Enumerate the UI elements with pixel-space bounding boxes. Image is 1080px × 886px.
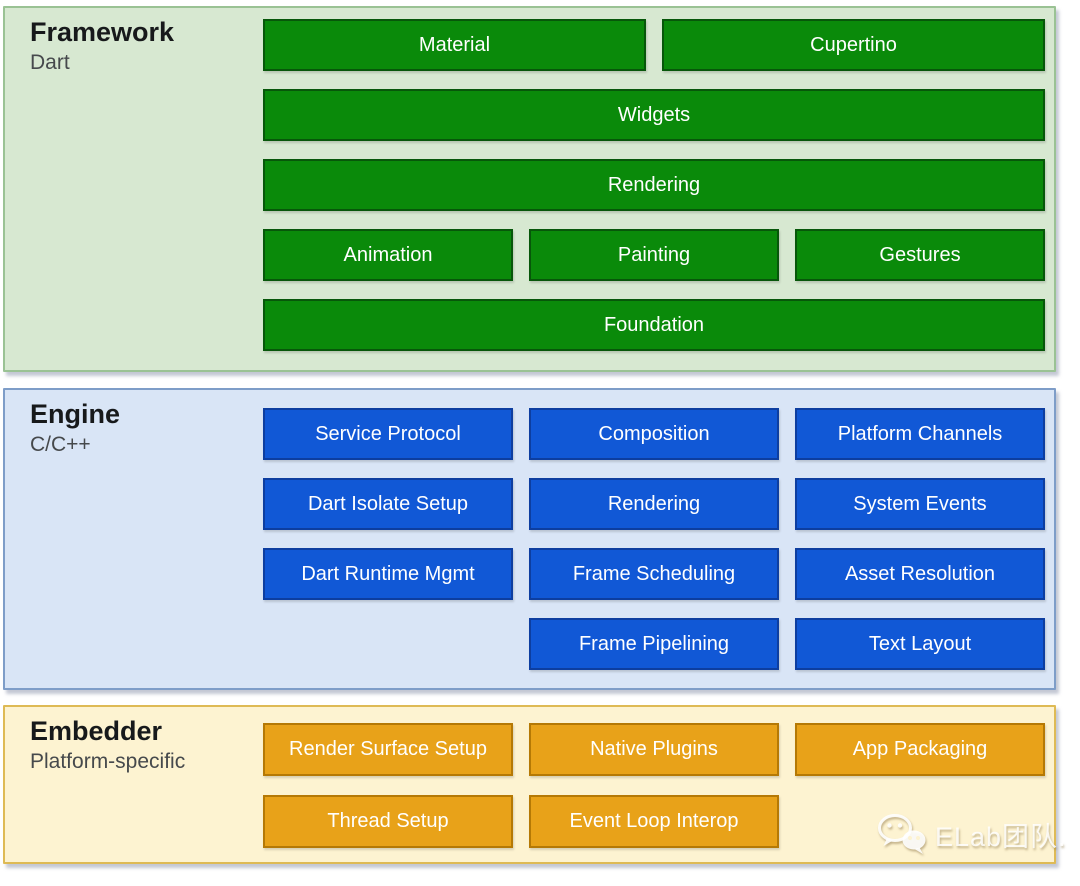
component-box: Native Plugins [529, 723, 779, 776]
embedder-heading: Embedder Platform-specific [30, 715, 185, 776]
component-box: Cupertino [662, 19, 1045, 71]
empty-slot [263, 618, 513, 670]
component-box: Composition [529, 408, 779, 460]
component-box: Asset Resolution [795, 548, 1045, 600]
component-box: Service Protocol [263, 408, 513, 460]
component-box: Foundation [263, 299, 1045, 351]
component-box: System Events [795, 478, 1045, 530]
component-box: Event Loop Interop [529, 795, 779, 848]
diagram-row: Service Protocol Composition Platform Chan… [263, 408, 1045, 460]
component-box: Frame Pipelining [529, 618, 779, 670]
component-box: Text Layout [795, 618, 1045, 670]
wechat-icon [878, 814, 926, 854]
component-box: Animation [263, 229, 513, 281]
framework-heading: Framework Dart [30, 16, 174, 77]
diagram-row: Render Surface Setup Native Plugins App Pa… [263, 723, 1045, 776]
diagram-row: Thread Setup Event Loop Interop [263, 795, 1045, 848]
layer-subtitle: C/C++ [30, 433, 91, 457]
watermark-text: ELab团队. [935, 821, 1067, 852]
engine-boxes: Service Protocol Composition Platform Chan… [263, 408, 1045, 670]
component-box: Material [263, 19, 646, 71]
diagram-row: Foundation [263, 299, 1045, 351]
diagram-row: Rendering [263, 159, 1045, 211]
engine-heading: Engine C/C++ [30, 398, 120, 459]
diagram-row: Dart Isolate Setup Rendering System Events [263, 478, 1045, 530]
watermark: ELab团队. [876, 810, 1067, 858]
embedder-boxes: Render Surface Setup Native Plugins App Pa… [263, 723, 1045, 848]
component-box: Thread Setup [263, 795, 513, 848]
component-box: Platform Channels [795, 408, 1045, 460]
diagram-row: Material Cupertino [263, 19, 1045, 71]
layer-title: Framework [30, 17, 175, 47]
component-box: Render Surface Setup [263, 723, 513, 776]
embedder-layer: Embedder Platform-specific Render Surfac… [3, 705, 1056, 864]
component-box: Dart Runtime Mgmt [263, 548, 513, 600]
diagram-row: Animation Painting Gestures [263, 229, 1045, 281]
component-box: App Packaging [795, 723, 1045, 776]
diagram-row: Widgets [263, 89, 1045, 141]
component-box: Widgets [263, 89, 1045, 141]
layer-title: Embedder [30, 716, 163, 746]
component-box: Dart Isolate Setup [263, 478, 513, 530]
diagram-row: Frame Pipelining Text Layout [263, 618, 1045, 670]
component-box: Rendering [529, 478, 779, 530]
component-box: Frame Scheduling [529, 548, 779, 600]
component-box: Rendering [263, 159, 1045, 211]
layer-subtitle: Platform-specific [30, 750, 186, 774]
layer-subtitle: Dart [30, 51, 70, 75]
component-box: Painting [529, 229, 779, 281]
diagram-row: Dart Runtime Mgmt Frame Scheduling Asset R… [263, 548, 1045, 600]
engine-layer: Engine C/C++ Service Protocol Composition… [3, 388, 1056, 690]
component-box: Gestures [795, 229, 1045, 281]
layer-title: Engine [30, 399, 121, 429]
